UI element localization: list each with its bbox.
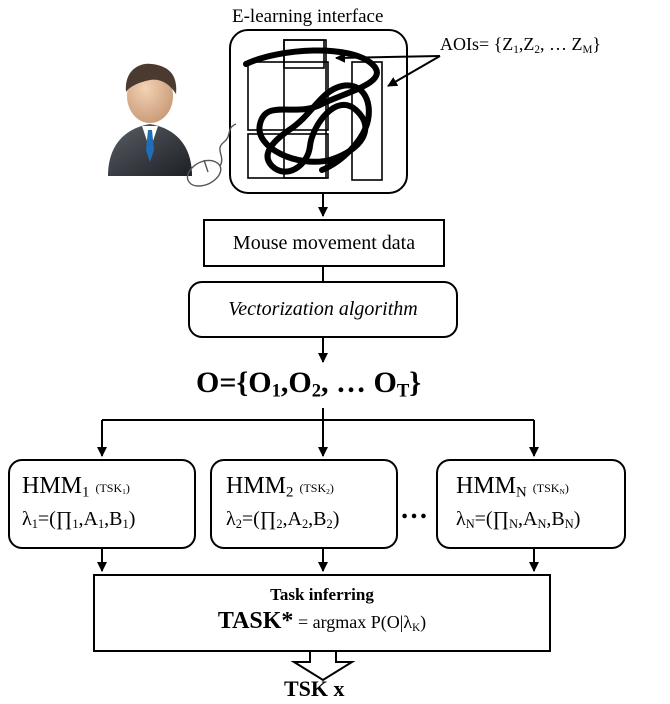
hmm-box-2: HMM2 (TSK2) λ2=(∏2,A2,B2)	[210, 459, 398, 549]
hmm-1-title: HMM1 (TSK1)	[22, 473, 130, 501]
aoi-arrow-1	[335, 52, 441, 63]
vectorization-box: Vectorization algorithm	[188, 281, 458, 338]
output-hollow-arrow	[290, 652, 356, 682]
task-inferring-title: Task inferring	[270, 584, 374, 604]
interface-label: E-learning interface	[232, 6, 384, 27]
aoi-arrow-2	[387, 55, 441, 87]
hmm-n-params: λN=(∏N,AN,BN)	[456, 507, 581, 531]
hmm-2-params: λ2=(∏2,A2,B2)	[226, 507, 340, 531]
task-inferring-box: Task inferring TASK* = argmax P(O|λK)	[93, 574, 551, 652]
mouse-data-box: Mouse movement data	[203, 219, 445, 267]
mouse-trajectory	[243, 47, 380, 175]
hmm-2-title: HMM2 (TSK2)	[226, 473, 334, 501]
hmm-box-n: HMMN (TSKN) λN=(∏N,AN,BN)	[436, 459, 626, 549]
interface-frame	[229, 29, 408, 194]
result-label: TSK x	[284, 676, 345, 701]
user-avatar-icon	[108, 63, 192, 176]
observation-sequence: O={O1,O2, … OT}	[196, 366, 422, 402]
computer-mouse-icon	[186, 123, 237, 187]
vectorization-label: Vectorization algorithm	[228, 298, 418, 320]
mouse-data-label: Mouse movement data	[232, 231, 416, 254]
task-inferring-formula: TASK* = argmax P(O|λK)	[217, 607, 427, 634]
hmm-box-1: HMM1 (TSK1) λ1=(∏1,A1,B1)	[8, 459, 196, 549]
hmm-ellipsis: …	[400, 494, 428, 525]
hmm-1-params: λ1=(∏1,A1,B1)	[22, 507, 136, 531]
aoi-set-label: AOIs= {Z1,Z2, … ZM}	[440, 34, 602, 56]
connector-data-to-vector	[322, 267, 324, 281]
hmm-n-title: HMMN (TSKN)	[456, 473, 569, 501]
